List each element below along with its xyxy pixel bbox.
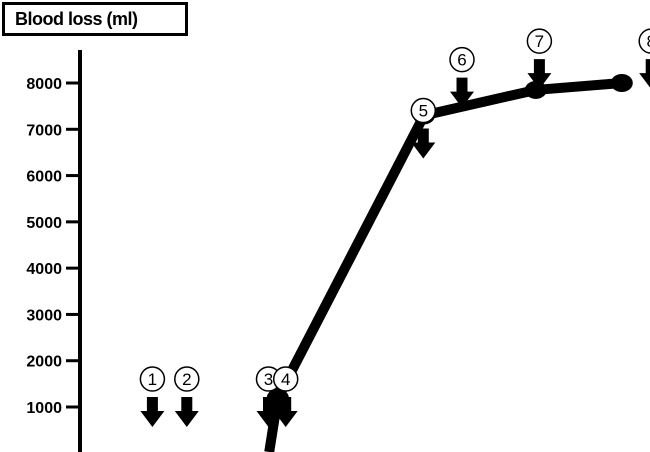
- marker-label: 5: [419, 102, 428, 121]
- y-tick-label: 4000: [26, 261, 62, 278]
- y-tick-label: 7000: [26, 122, 62, 139]
- down-arrow-icon: [411, 128, 436, 159]
- event-marker-7: 7: [526, 28, 553, 90]
- marker-label: 3: [264, 370, 273, 389]
- marker-label: 4: [281, 370, 290, 389]
- marker-circle: [174, 366, 200, 392]
- marker-circle: [526, 28, 553, 54]
- event-marker-6: 6: [449, 46, 475, 108]
- event-marker-8: 8: [638, 28, 650, 88]
- down-arrow-icon: [256, 397, 281, 427]
- marker-label: 7: [535, 32, 544, 51]
- event-markers: 1 2 34 5 6 7 8: [139, 28, 650, 427]
- y-tick-label: 3000: [26, 307, 62, 324]
- down-arrow-icon: [450, 77, 474, 108]
- y-tick-label: 8000: [26, 76, 62, 93]
- y-tick-labels: 1000 2000 3000 4000 5000 6000 7000 8000: [26, 76, 80, 417]
- y-tick-label: 5000: [26, 215, 62, 232]
- down-arrow-icon: [639, 59, 650, 88]
- y-tick-label: 2000: [26, 354, 62, 371]
- marker-label: 8: [646, 32, 650, 51]
- data-point: [610, 74, 633, 92]
- series-line: [264, 74, 633, 452]
- event-marker-4: 4: [272, 366, 299, 427]
- series-line-path: [264, 78, 623, 452]
- event-marker-5: 5: [410, 97, 437, 159]
- y-tick-label: 1000: [26, 400, 62, 417]
- marker-circle: [449, 46, 475, 73]
- down-arrow-icon: [273, 397, 298, 427]
- marker-label: 1: [148, 370, 157, 389]
- event-marker-2: 2: [174, 366, 200, 427]
- marker-circle: [638, 28, 650, 54]
- down-arrow-icon: [174, 397, 199, 427]
- down-arrow-icon: [140, 397, 165, 427]
- down-arrow-icon: [527, 59, 552, 90]
- marker-label: 6: [457, 51, 466, 70]
- marker-circle: [139, 366, 166, 392]
- event-marker-1: 1: [139, 366, 166, 427]
- y-tick-label: 6000: [26, 169, 62, 186]
- marker-label: 2: [182, 370, 191, 389]
- marker-circle: [272, 366, 299, 392]
- chart-title: Blood loss (ml): [2, 2, 188, 36]
- marker-circle: [410, 97, 437, 124]
